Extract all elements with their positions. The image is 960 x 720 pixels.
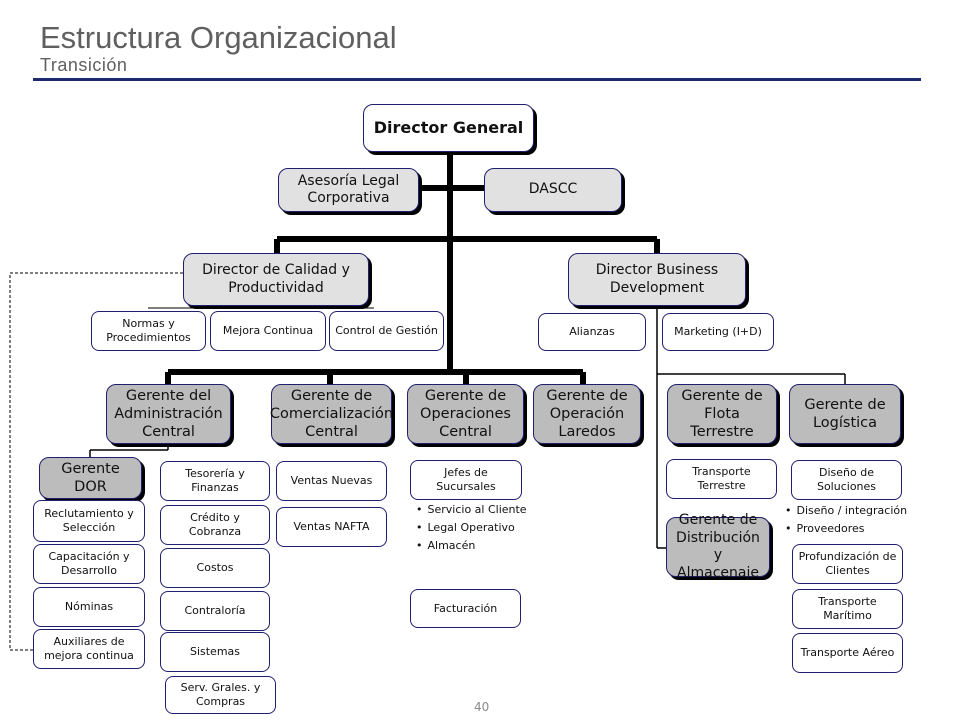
director-calidad-box: Director de Calidad y Productividad — [183, 253, 369, 306]
gerente-administracion-box: Gerente del Administración Central — [106, 384, 231, 444]
title-divider — [33, 78, 921, 81]
bullet-item: Proveedores — [785, 520, 907, 538]
reclutamiento-box: Reclutamiento y Selección — [33, 500, 145, 542]
bullet-item: Servicio al Cliente — [416, 501, 527, 519]
page-number: 40 — [474, 700, 490, 714]
nominas-box: Nóminas — [33, 587, 145, 627]
serv-grales-box: Serv. Grales. y Compras — [165, 676, 276, 714]
ventas-nafta-box: Ventas NAFTA — [276, 507, 387, 547]
diseno-soluciones-box: Diseño de Soluciones — [791, 460, 902, 500]
transporte-terrestre-box: Transporte Terrestre — [666, 459, 777, 499]
operaciones-bullet-list: Servicio al Cliente Legal Operativo Alma… — [416, 501, 527, 555]
gerente-logistica-box: Gerente de Logística — [789, 384, 901, 444]
facturacion-box: Facturación — [410, 589, 521, 628]
page-title: Estructura Organizacional — [40, 20, 397, 55]
mejora-continua-box: Mejora Continua — [210, 311, 326, 351]
page-subtitle: Transición — [40, 55, 128, 75]
alianzas-box: Alianzas — [538, 313, 646, 351]
sistemas-box: Sistemas — [160, 632, 270, 672]
bullet-item: Legal Operativo — [416, 519, 527, 537]
gerente-laredos-box: Gerente de Operación Laredos — [533, 384, 641, 444]
dascc-box: DASCC — [484, 168, 622, 212]
gerente-flota-box: Gerente de Flota Terrestre — [667, 384, 777, 444]
credito-box: Crédito y Cobranza — [160, 505, 270, 545]
contraloria-box: Contraloría — [160, 591, 270, 631]
bullet-item: Almacén — [416, 537, 527, 555]
gerente-operaciones-box: Gerente de Operaciones Central — [407, 384, 524, 444]
director-business-box: Director Business Development — [568, 253, 746, 306]
bullet-item: Diseño / integración — [785, 502, 908, 520]
control-gestion-box: Control de Gestión — [329, 311, 444, 351]
ventas-nuevas-box: Ventas Nuevas — [276, 461, 387, 501]
transporte-maritimo-box: Transporte Marítimo — [792, 589, 903, 629]
director-general-box: Director General — [363, 104, 534, 152]
auxiliares-box: Auxiliares de mejora continua — [33, 629, 145, 669]
transporte-aereo-box: Transporte Aéreo — [792, 633, 903, 673]
capacitacion-box: Capacitación y Desarrollo — [33, 544, 145, 584]
gerente-dor-box: Gerente DOR — [39, 457, 142, 499]
logistica-bullet-list: Diseño / integración Proveedores — [785, 502, 908, 538]
normas-box: Normas y Procedimientos — [91, 311, 206, 351]
jefes-sucursales-box: Jefes de Sucursales — [410, 460, 522, 500]
profundizacion-box: Profundización de Clientes — [792, 544, 903, 584]
marketing-box: Marketing (I+D) — [662, 313, 774, 351]
gerente-distribucion-box: Gerente de Distribución y Almacenaje — [666, 512, 770, 581]
gerente-comercializacion-box: Gerente de Comercialización Central — [270, 384, 393, 444]
costos-box: Costos — [160, 548, 270, 588]
asesoria-legal-box: Asesoría Legal Corporativa — [278, 168, 419, 212]
tesoreria-box: Tesorería y Finanzas — [160, 461, 270, 501]
